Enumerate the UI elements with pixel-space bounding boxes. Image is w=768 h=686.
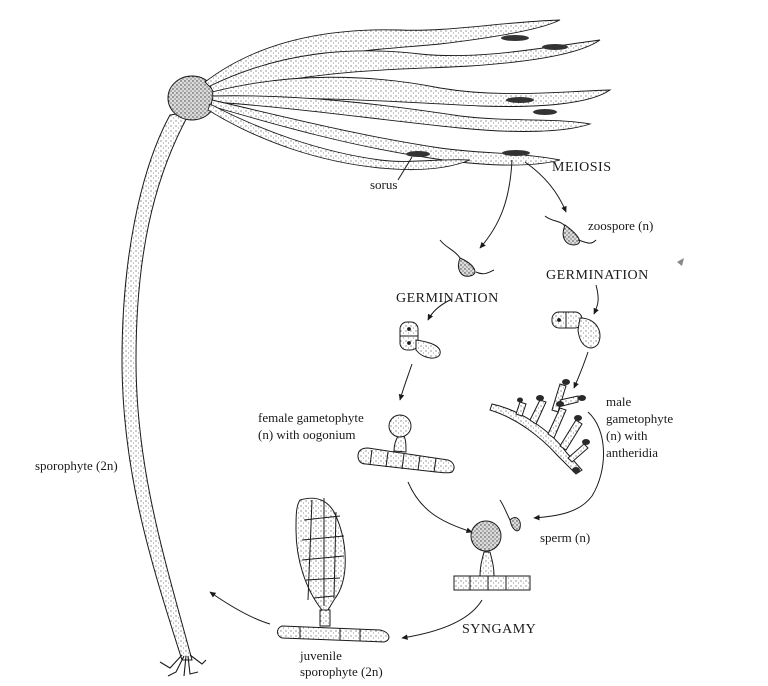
sorus-label: sorus: [370, 177, 398, 192]
arrow-to-female-gametophyte: [398, 363, 413, 401]
zoospore-right: [544, 215, 597, 246]
zoospore-label: zoospore (n): [588, 218, 654, 233]
arrow-right-germination: [593, 284, 599, 315]
male-gametophyte-label-2: gametophyte: [606, 411, 674, 426]
blades: [204, 19, 612, 170]
syngamy-zygote: [453, 520, 531, 591]
sporophyte-label: sporophyte (2n): [35, 458, 118, 473]
sperm-label: sperm (n): [540, 530, 591, 545]
sorus-pointer-line: [397, 156, 413, 181]
arrow-female-to-syngamy: [407, 481, 473, 534]
arrow-syngamy-to-juvenile: [401, 599, 483, 640]
juvenile-sporophyte: [277, 497, 390, 643]
female-gametophyte: [357, 414, 455, 474]
arrow-male-to-sperm: [533, 411, 604, 521]
holdfast: [159, 654, 207, 677]
zoospore-left: [439, 239, 495, 277]
stray-mark: [677, 258, 684, 266]
juvenile-sporophyte-label-1: juvenile: [300, 648, 342, 663]
juvenile-sporophyte-label-2: sporophyte (2n): [300, 664, 383, 679]
male-gametophyte-label-3: (n) with: [606, 428, 648, 443]
germination-left-label: GERMINATION: [396, 291, 499, 306]
germination-right-label: GERMINATION: [546, 268, 649, 283]
arrow-left-germination: [427, 299, 451, 321]
arrow-to-male-gametophyte: [573, 351, 589, 389]
sori: [406, 35, 568, 157]
female-gametophyte-label-2: (n) with oogonium: [258, 427, 356, 442]
male-gametophyte-label-1: male: [606, 394, 632, 409]
male-gametophyte-label-4: antheridia: [606, 445, 658, 460]
syngamy-label: SYNGAMY: [462, 622, 537, 637]
sperm-cell: [499, 499, 521, 532]
germling-right: [551, 311, 601, 349]
male-gametophyte: [489, 383, 589, 475]
arrow-juvenile-to-sporophyte: [209, 591, 271, 625]
germling-left: [399, 321, 441, 359]
arrow-sorus-to-right-zoospore: [524, 161, 567, 213]
arrow-sorus-to-left-zoospore: [479, 159, 513, 249]
meiosis-label: MEIOSIS: [552, 160, 612, 175]
sporophyte-stipe: [121, 111, 193, 661]
female-gametophyte-label-1: female gametophyte: [258, 410, 364, 425]
antheridia: [517, 379, 590, 473]
